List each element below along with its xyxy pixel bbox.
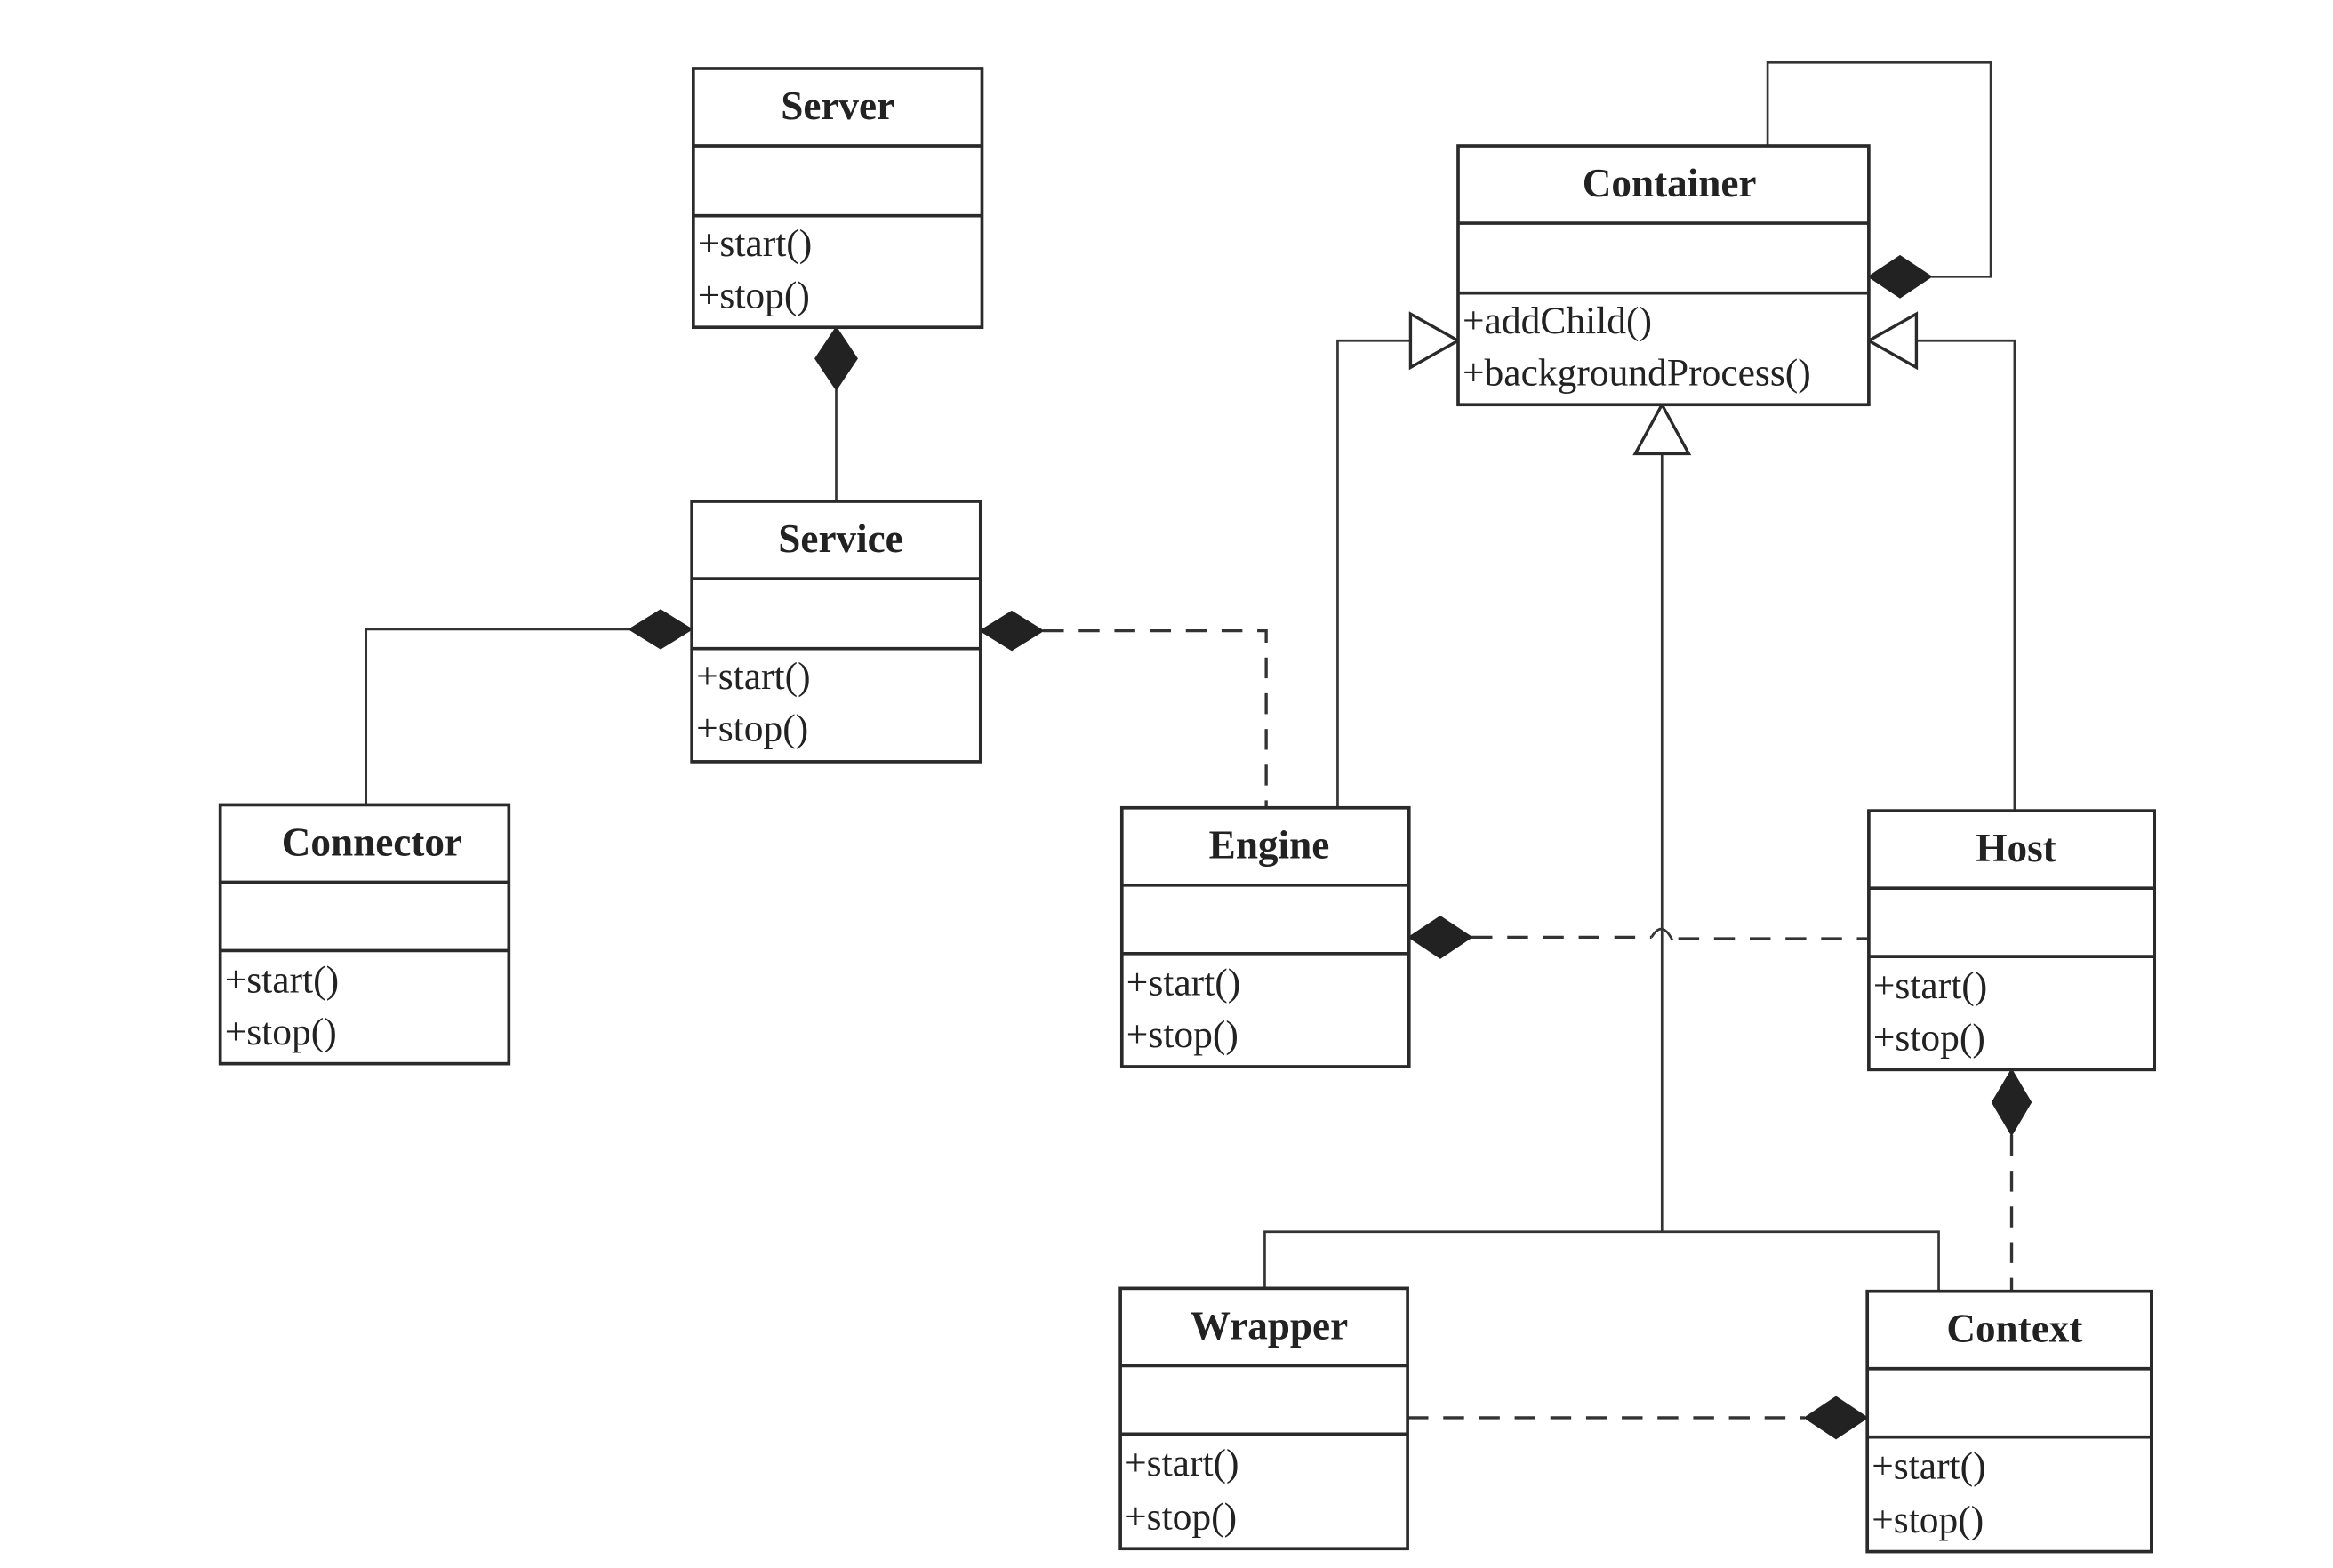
composition-diamond-container [1867,254,1933,299]
class-name: Connector [282,820,462,864]
class-wrapper[interactable]: Wrapper +start() +stop() [1118,1286,1409,1551]
class-server[interactable]: Server +start() +stop() [691,67,984,330]
class-name: Engine [1209,823,1330,868]
method: +stop() [698,274,810,316]
method: +stop() [1126,1013,1239,1056]
composition-diamond-service-right [979,610,1045,652]
method: +stop() [696,707,808,749]
method: +start() [698,222,812,265]
class-box [1865,1289,2153,1554]
class-container[interactable]: Container +addChild() +backgroundProcess… [1456,144,1871,407]
class-service[interactable]: Service +start() +stop() [690,500,982,764]
wrapper-context-branch [1263,1230,1940,1292]
class-box [690,500,982,764]
composition-diamond-host [1991,1068,2032,1137]
class-name: Wrapper [1191,1303,1348,1348]
method: +start() [1125,1442,1239,1484]
class-box [1118,1286,1409,1551]
composition-diamond-service-left [628,609,693,650]
class-context[interactable]: Context +start() +stop() [1865,1289,2153,1554]
line-crossing-hop [1650,927,1674,941]
container-self-composition [1766,60,1992,278]
class-box [691,67,984,330]
service-engine-link [1043,628,1268,808]
class-connector[interactable]: Connector +start() +stop() [218,803,511,1066]
method: +stop() [1872,1499,1984,1541]
host-container-generalization [1916,339,2016,812]
class-box [1867,809,2157,1072]
method: +start() [1873,964,1987,1007]
service-connector-link [365,628,629,805]
method: +start() [1872,1445,1985,1488]
method: +start() [696,655,810,698]
generalization-arrow-engine [1408,311,1462,371]
method: +backgroundProcess() [1463,351,1811,394]
class-name: Server [781,84,894,128]
method: +start() [225,958,339,1001]
class-name: Host [1976,826,2056,870]
method: +addChild() [1463,300,1652,342]
class-box [1456,144,1871,407]
class-name: Service [778,516,902,561]
composition-diamond-engine [1407,915,1473,959]
class-host[interactable]: Host +start() +stop() [1867,809,2157,1072]
method: +stop() [1873,1017,1985,1060]
generalization-arrow-host [1865,311,1919,371]
class-name: Context [1946,1307,2082,1351]
composition-diamond-server [814,325,858,391]
class-engine[interactable]: Engine +start() +stop() [1119,805,1411,1068]
class-box [218,803,511,1066]
engine-container-generalization [1336,339,1411,808]
method: +start() [1126,962,1240,1004]
class-name: Container [1583,161,1757,205]
method: +stop() [225,1011,337,1053]
class-box [1119,805,1411,1068]
composition-diamond-context [1803,1396,1869,1440]
method: +stop() [1125,1495,1237,1538]
generalization-arrow-bottom [1632,401,1692,456]
